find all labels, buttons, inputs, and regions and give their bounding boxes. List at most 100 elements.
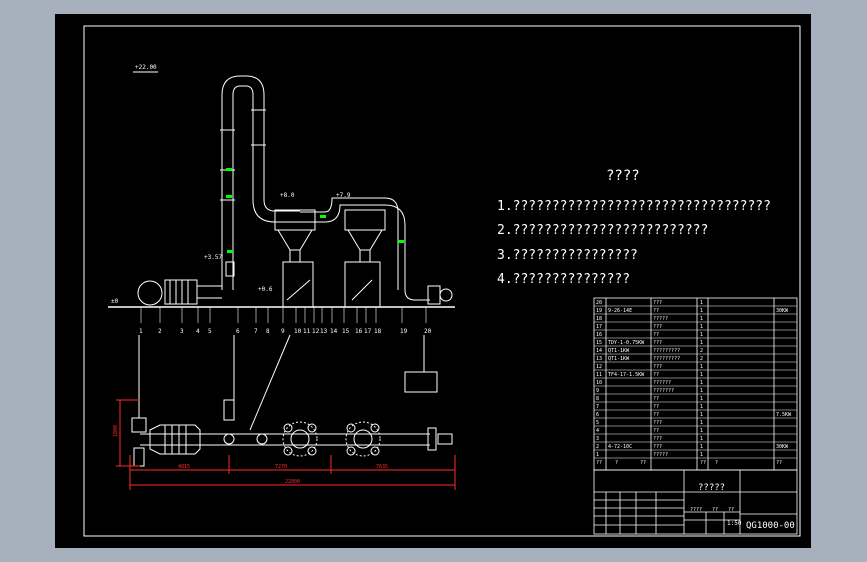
parts-cell-no: 20 — [596, 300, 602, 306]
parts-cell-qty: 1 — [700, 444, 703, 450]
parts-cell-qty: 1 — [700, 404, 703, 410]
part-number-label: 19 — [400, 328, 408, 335]
parts-cell-no: 6 — [596, 412, 599, 418]
plan-fan — [427, 427, 437, 451]
parts-cell-no: 17 — [596, 324, 602, 330]
parts-cell-no: 3 — [596, 436, 599, 442]
dim-total: 22000 — [285, 479, 300, 485]
part-number-label: 14 — [330, 328, 338, 335]
plan-dimension-labels: 1800 4815 7270 7635 22000 — [113, 425, 388, 485]
drawing-title: ????? — [698, 483, 725, 493]
dim-seg3: 7635 — [376, 464, 388, 470]
parts-cell-no: 19 — [596, 308, 602, 314]
part-number-label: 18 — [374, 328, 382, 335]
elevation-view — [108, 71, 455, 308]
parts-cell-name: QT1-1KW — [608, 348, 630, 354]
parts-cell-mat: ??? — [653, 436, 662, 442]
part-number-label: 16 — [355, 328, 363, 335]
tb-label-3: ?? — [728, 507, 734, 513]
part-number-label: 11 — [303, 328, 311, 335]
part-number-label: 9 — [281, 328, 285, 335]
parts-cell-qty: 1 — [700, 372, 703, 378]
plan-valve — [370, 446, 380, 456]
tb-label-2: ?? — [712, 507, 718, 513]
plan-valve — [283, 446, 293, 456]
note-1: 1.????????????????????????????????? — [497, 199, 771, 214]
parts-cell-note: 30KW — [776, 308, 789, 314]
plan-cyclone-1 — [290, 429, 310, 449]
parts-cell-note: 7.5KW — [776, 412, 792, 418]
parts-cell-mat: ?? — [653, 332, 659, 338]
cyclone-1-body — [274, 209, 316, 231]
plan-valve — [346, 446, 356, 456]
plan-blower — [131, 417, 147, 433]
plan-valve — [307, 423, 317, 433]
parts-cell-qty: 1 — [700, 428, 703, 434]
parts-cell-no: 8 — [596, 396, 599, 402]
parts-cell-note: 30KW — [776, 444, 789, 450]
riser-pipe-outer — [221, 75, 265, 290]
silo-1 — [282, 261, 314, 308]
note-4: 4.??????????????? — [497, 272, 630, 287]
parts-header-note: ?? — [776, 460, 782, 466]
cyclone-2-body — [344, 209, 386, 231]
parts-cell-mat: ????? — [653, 452, 668, 458]
parts-cell-no: 7 — [596, 404, 599, 410]
parts-cell-no: 14 — [596, 348, 602, 354]
parts-cell-mat: ?? — [653, 396, 659, 402]
plan-riser — [223, 433, 235, 445]
parts-cell-qty: 1 — [700, 412, 703, 418]
parts-cell-mat: ????????? — [653, 348, 680, 354]
parts-cell-no: 16 — [596, 332, 602, 338]
title-block-text: ????? QG1000-00 1:50 ???? ?? ?? — [690, 483, 795, 531]
drawing-scale: 1:50 — [727, 520, 742, 527]
silo-2 — [344, 261, 381, 308]
parts-cell-qty: 1 — [700, 380, 703, 386]
note-2: 2.????????????????????????? — [497, 223, 708, 238]
technical-notes: ???? 1.?????????????????????????????????… — [497, 168, 771, 287]
marker — [398, 240, 404, 243]
parts-cell-no: 18 — [596, 316, 602, 322]
parts-cell-no: 12 — [596, 364, 602, 370]
drawing-sheet — [55, 14, 811, 548]
plan-valve — [346, 423, 356, 433]
notes-title: ???? — [606, 168, 640, 184]
part-number-label: 15 — [342, 328, 350, 335]
parts-cell-qty: 1 — [700, 324, 703, 330]
plan-cyclone-1-outer — [282, 421, 318, 457]
plan-valve — [370, 423, 380, 433]
parts-header-mat: ?? — [640, 460, 646, 466]
plan-feeder — [223, 399, 235, 421]
title-block — [593, 469, 798, 535]
elevation-ground: ±0 — [111, 298, 119, 305]
exhaust-duct-inner — [375, 197, 399, 290]
part-number-label: 17 — [364, 328, 372, 335]
parts-cell-no: 9 — [596, 388, 599, 394]
parts-cell-mat: ??? — [653, 444, 662, 450]
parts-cell-name: QT1-1KW — [608, 356, 630, 362]
marker — [320, 215, 326, 218]
part-number-label: 5 — [208, 328, 212, 335]
part-number-label: 4 — [196, 328, 200, 335]
parts-header-qty: ?? — [700, 460, 706, 466]
elevation-e2: +7.9 — [336, 192, 351, 199]
cyclone-2-cone — [347, 229, 383, 251]
parts-cell-mat: ?????? — [653, 380, 671, 386]
silo-1-support — [286, 279, 311, 301]
title-block-frame — [593, 469, 798, 535]
parts-cell-no: 2 — [596, 444, 599, 450]
part-number-label: 8 — [266, 328, 270, 335]
fan-motor — [439, 288, 453, 302]
parts-cell-mat: ????? — [653, 316, 668, 322]
elevation-labels: +22.00 +8.0 +7.9 +3.57 +0.6 ±0 — [111, 64, 351, 305]
parts-cell-mat: ??? — [653, 300, 662, 306]
marker — [226, 195, 232, 198]
tb-label-1: ???? — [690, 507, 702, 513]
parts-cell-qty: 1 — [700, 436, 703, 442]
parts-cell-mat: ?? — [653, 412, 659, 418]
parts-cell-qty: 1 — [700, 300, 703, 306]
parts-cell-mat: ??? — [653, 364, 662, 370]
